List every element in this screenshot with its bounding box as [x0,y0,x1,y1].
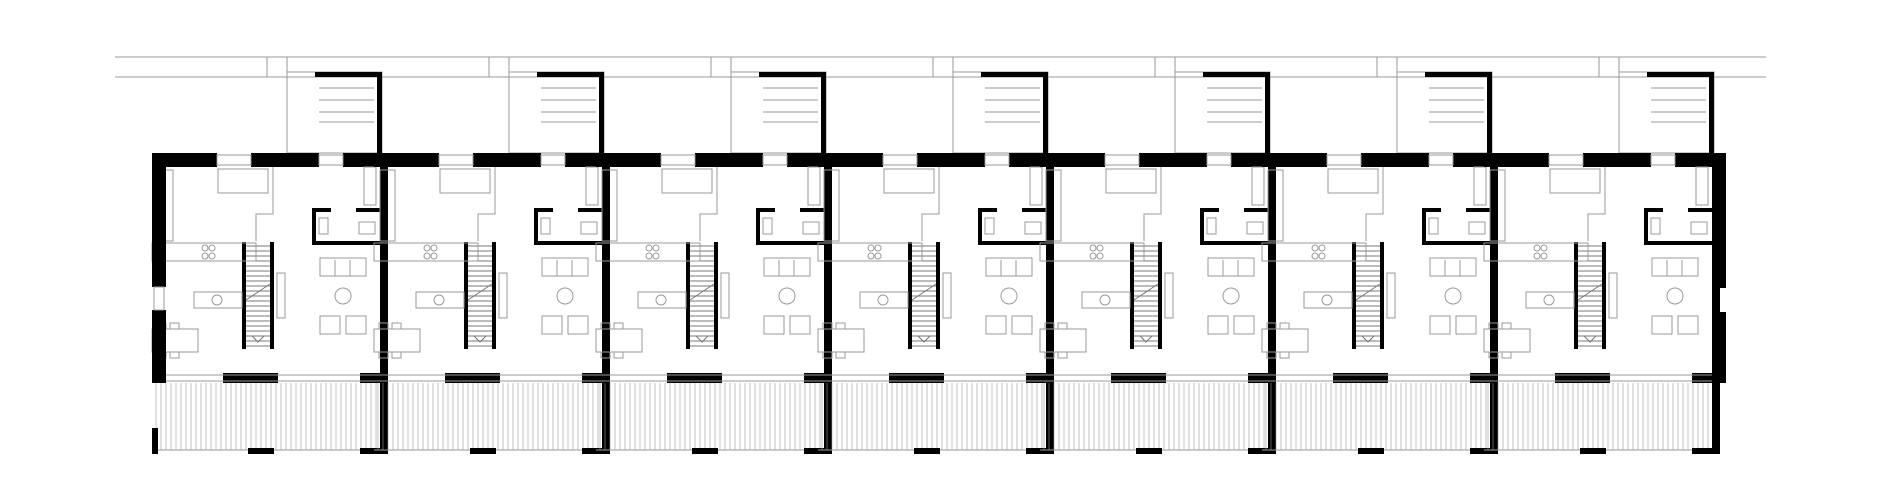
house-unit [151,56,389,455]
exterior-wall-left-lower [152,310,166,383]
house-unit [1039,56,1277,455]
house-unit [1483,56,1721,455]
house-unit [595,56,833,455]
exterior-wall-right [1712,153,1726,288]
house-unit [373,56,611,455]
exterior-wall-left-terrace [152,428,158,454]
exterior-wall-right-lower [1712,312,1726,383]
window-left [153,286,165,311]
exterior-wall-left [152,153,166,287]
house-unit [1261,56,1499,455]
house-unit [817,56,1055,455]
row-houses [151,56,1721,455]
